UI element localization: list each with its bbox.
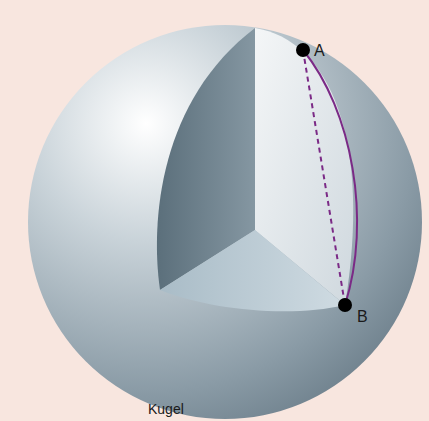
point-dot bbox=[296, 43, 310, 57]
point-label: B bbox=[357, 309, 368, 325]
sphere bbox=[28, 25, 422, 419]
point-label: A bbox=[314, 43, 325, 59]
cut-face-bottom bbox=[160, 230, 345, 311]
caption-label: Kugel bbox=[148, 402, 184, 416]
chord-line bbox=[303, 50, 345, 305]
great-circle-arc bbox=[303, 50, 357, 305]
point-dot bbox=[338, 298, 352, 312]
